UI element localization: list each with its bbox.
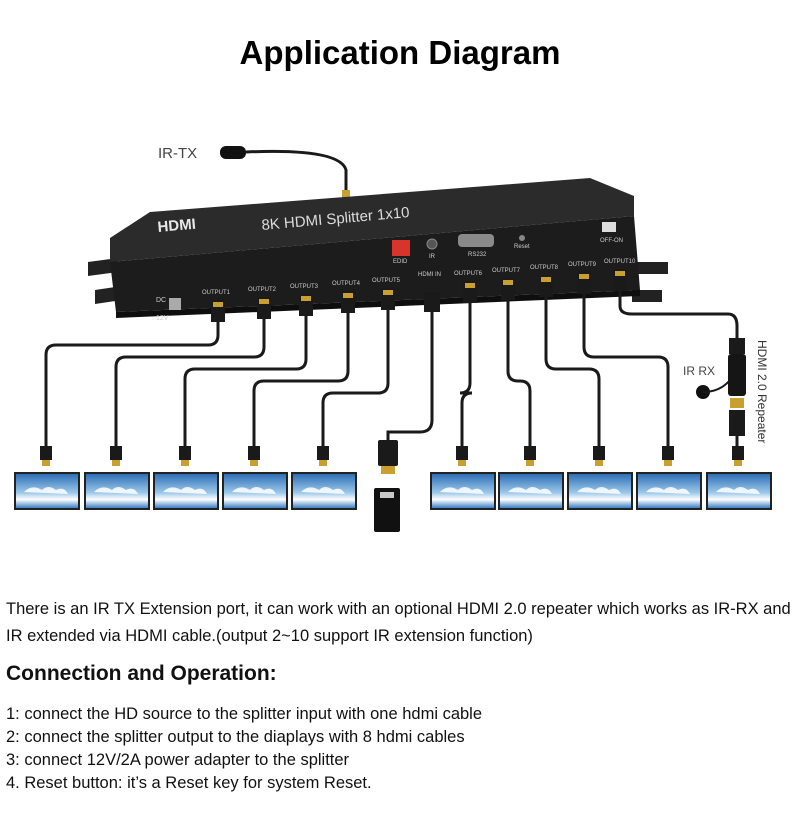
- output-cable-1: [44, 322, 220, 446]
- ir-label: IR: [429, 254, 436, 260]
- step-item: 2: connect the splitter output to the di…: [6, 728, 465, 746]
- display-screen-2: [84, 472, 150, 510]
- step-item: 3: connect 12V/2A power adapter to the s…: [6, 751, 350, 769]
- display-screen-9: [636, 472, 702, 510]
- output-cable-8: [544, 297, 601, 446]
- reset-label: Reset: [514, 244, 530, 250]
- output-label-1: OUTPUT1: [202, 290, 231, 296]
- screen-plug-3: [179, 446, 191, 460]
- output-label-4: OUTPUT4: [332, 281, 361, 287]
- rs232-port-icon: [458, 234, 494, 247]
- ir-tx-label: IR-TX: [158, 145, 197, 162]
- display-screen-1: [14, 472, 80, 510]
- output-cable-5: [321, 310, 390, 446]
- ir-tx-sensor: IR-TX: [158, 145, 350, 208]
- dc-voltage-label: 12V: [156, 315, 169, 322]
- input-plug-icon: [424, 292, 440, 312]
- page-title: Application Diagram: [239, 34, 561, 71]
- application-diagram: IR-TX HDMI 8K HDMI Splitter 1x10 EDID IR…: [14, 145, 772, 532]
- output-cable-3: [183, 316, 308, 446]
- ir-rx-label: IR RX: [683, 364, 715, 378]
- hdmi-source: [374, 292, 440, 532]
- output-cable-6: [459, 303, 473, 446]
- dc-label: DC: [156, 297, 166, 304]
- input-cable: [386, 300, 434, 444]
- reset-button-icon[interactable]: [519, 235, 525, 241]
- ir-jack-icon: [426, 238, 438, 250]
- output-cable-7: [506, 300, 532, 446]
- screen-plug-8: [593, 446, 605, 460]
- screen-plug-4: [248, 446, 260, 460]
- output-label-9: OUTPUT9: [568, 262, 597, 268]
- output-label-5: OUTPUT5: [372, 278, 401, 284]
- output-label-6: OUTPUT6: [454, 271, 483, 277]
- screen-plug-5: [317, 446, 329, 460]
- source-device-icon: [374, 488, 400, 532]
- hdmi-cables: [40, 269, 744, 466]
- hdmi-splitter-device: HDMI 8K HDMI Splitter 1x10 EDID IR RS232…: [88, 178, 668, 322]
- output-label-8: OUTPUT8: [530, 265, 559, 271]
- screen-plug-7: [524, 446, 536, 460]
- output-label-7: OUTPUT7: [492, 268, 521, 274]
- output-label-2: OUTPUT2: [248, 287, 277, 293]
- connection-title: Connection and Operation:: [6, 662, 277, 685]
- power-switch-icon[interactable]: [602, 222, 616, 232]
- steps-list: 1: connect the HD source to the splitter…: [6, 703, 482, 795]
- output-label-10: OUTPUT10: [604, 259, 636, 265]
- screen-plug-1: [40, 446, 52, 460]
- display-screen-4: [222, 472, 288, 510]
- output-cable-4: [252, 313, 350, 446]
- display-screen-10: [706, 472, 772, 510]
- screen-plug-2: [110, 446, 122, 460]
- device-top-face: [110, 178, 634, 262]
- edid-label: EDID: [393, 259, 408, 265]
- screen-plug-6: [456, 446, 468, 460]
- ir-tx-cable: [245, 149, 348, 195]
- description-text: There is an IR TX Extension port, it can…: [6, 600, 791, 645]
- dc-jack-icon: [169, 298, 181, 310]
- output-cable-9: [582, 294, 670, 446]
- screen-plug-9: [662, 446, 674, 460]
- output-cable-10: [618, 291, 739, 338]
- rs232-label: RS232: [468, 252, 487, 258]
- output-labels: OUTPUT1 OUTPUT2 OUTPUT3 OUTPUT4 OUTPUT5 OUTPU…: [202, 259, 636, 296]
- display-screen-5: [291, 472, 357, 510]
- hdmi-in-label: HDMI IN: [418, 272, 441, 278]
- step-item: 4. Reset button: it’s a Reset key for sy…: [6, 774, 372, 792]
- display-screen-7: [498, 472, 564, 510]
- output-cable-2: [114, 319, 266, 446]
- repeater-body-icon: [728, 354, 746, 396]
- display-screen-8: [567, 472, 633, 510]
- display-screen-6: [430, 472, 496, 510]
- hdmi-logo: HDMI: [157, 216, 197, 236]
- output-label-3: OUTPUT3: [290, 284, 319, 290]
- ir-tx-head-icon: [220, 146, 246, 159]
- display-screen-3: [153, 472, 219, 510]
- repeater-label: HDMI 2.0 Repeater: [755, 340, 769, 443]
- screen-plug-10: [732, 446, 744, 460]
- hdmi-repeater: IR RX HDMI 2.0 Repeater: [683, 338, 769, 446]
- power-switch-label: OFF-ON: [600, 238, 623, 244]
- source-plug-icon: [378, 440, 398, 466]
- display-screens: [14, 472, 772, 510]
- edid-dip-switch[interactable]: [392, 240, 410, 256]
- step-item: 1: connect the HD source to the splitter…: [6, 705, 483, 723]
